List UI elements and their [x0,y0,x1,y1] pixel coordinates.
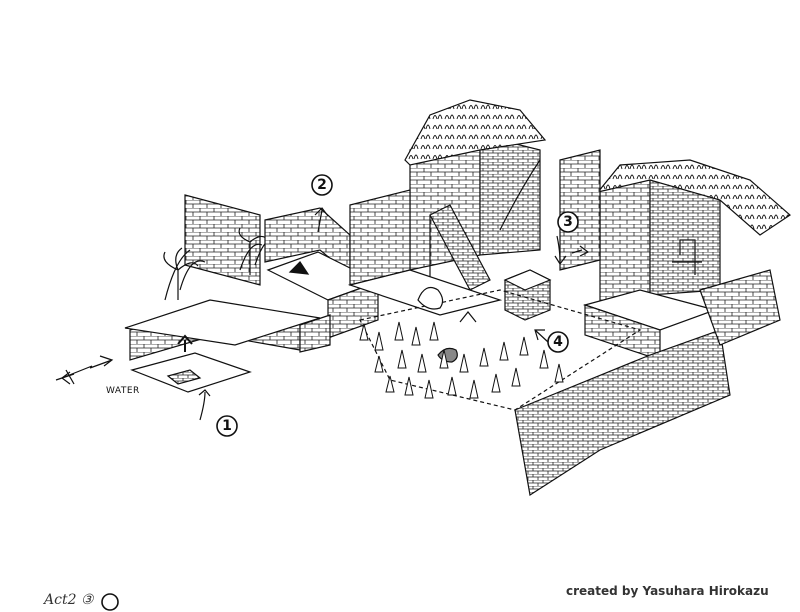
central-tower-side [479,134,541,256]
marker-3: 3 [563,214,573,230]
palm-left [163,247,199,300]
marker-circle-4 [547,331,569,353]
marker-1: 1 [222,418,232,434]
water-label: WATER [106,386,140,396]
marker-circle-3 [557,211,579,233]
marker-4: 4 [553,334,563,350]
spikes-field [359,321,564,399]
right-tower-foliage [596,159,791,236]
right-tower-front [599,174,651,306]
tower-foliage [404,99,547,166]
ramp [429,204,491,291]
marker-circle-1 [216,415,238,437]
credit-text: created by Yasuhara Hirokazu [566,584,769,598]
act-circle [101,593,119,611]
marker-circle-2 [311,174,333,196]
act-note: Act2 ③ [44,592,94,608]
marker-2: 2 [317,177,327,193]
right-upper-wall [559,149,601,271]
bottom-right-wall [514,329,731,496]
middle-wall [349,189,411,286]
left-back-wall [184,194,261,286]
